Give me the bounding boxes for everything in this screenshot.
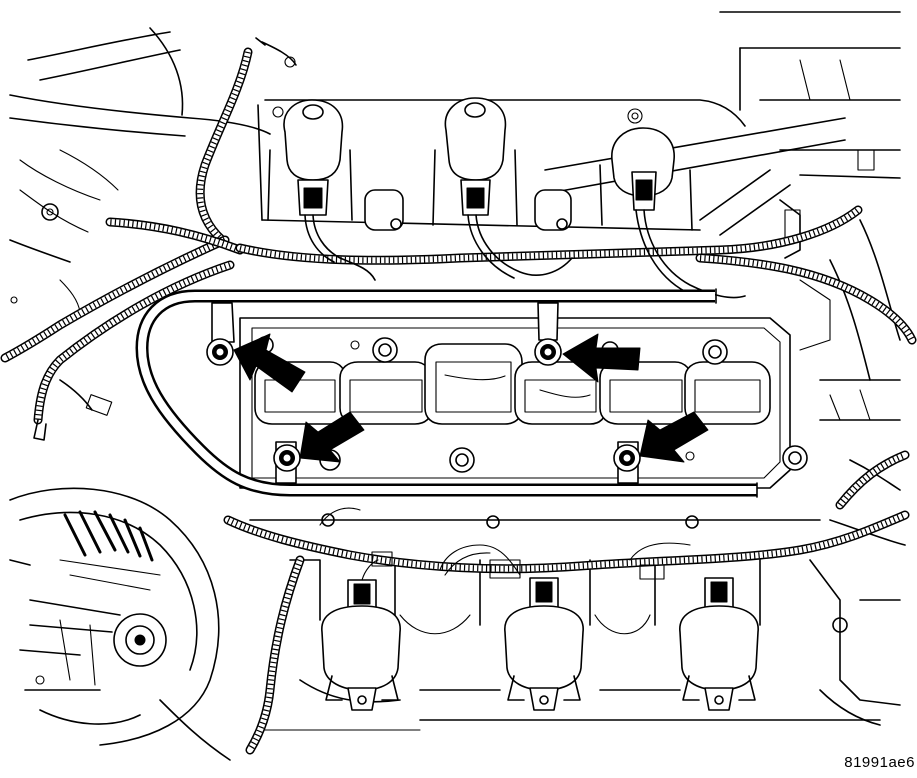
ignition-coil [504,577,584,711]
callout-arrow [299,411,365,463]
ignition-coil [679,577,759,711]
ignition-coil [432,97,573,279]
ignition-coil [599,127,746,299]
alternator [9,487,231,761]
callout-arrow [562,333,641,383]
bolt [206,338,234,366]
bolt [613,444,641,472]
intake-manifold-gasket [239,317,808,489]
rail-mounting-bolts [206,338,641,472]
ignition-coil [321,559,401,711]
callout-arrow [639,411,709,463]
ignition-coil [267,99,404,281]
figure-id-label: 81991ae6 [844,754,915,771]
bolt [534,338,562,366]
callout-arrow [233,333,306,393]
bolt [273,444,301,472]
lower-ignition-coils [321,559,759,711]
engine-background [9,11,906,731]
callout-arrows [233,333,709,463]
upper-ignition-coils [267,97,746,299]
